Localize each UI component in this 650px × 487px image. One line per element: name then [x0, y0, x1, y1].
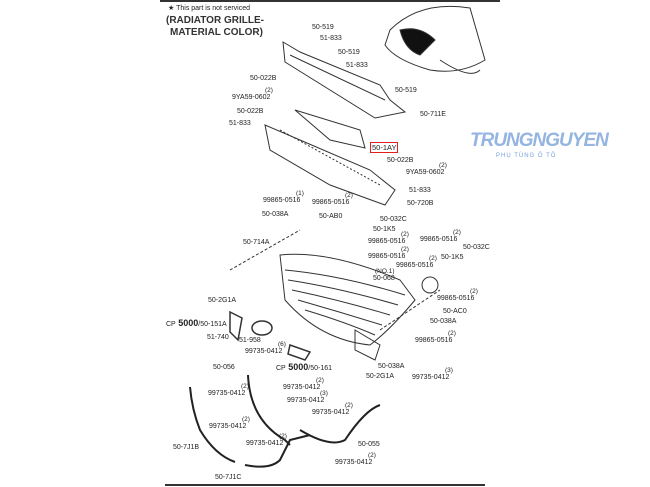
- part-number-label[interactable]: 99735-0412: [412, 374, 450, 381]
- part-number-label[interactable]: 50-714A: [243, 239, 270, 246]
- part-number-label[interactable]: 99735-0412: [335, 459, 373, 466]
- part-number-label[interactable]: 50-519: [395, 87, 417, 94]
- quantity-note: (2): [345, 402, 353, 409]
- part-number-label[interactable]: 99865-0516: [368, 253, 406, 260]
- car-front-sketch: [384, 5, 486, 74]
- not-serviced-note: ★ This part is not serviced: [168, 5, 251, 12]
- cp-number: 5000: [178, 318, 199, 328]
- part-number-label[interactable]: 99735-0412: [208, 390, 246, 397]
- quantity-note: (NO.1): [375, 268, 395, 275]
- part-number-label[interactable]: 50-068: [373, 275, 395, 282]
- part-number-label[interactable]: 99865-0516: [437, 295, 475, 302]
- part-number-label[interactable]: 99865-0516: [415, 337, 453, 344]
- sensor-bracket-50-AC0: [354, 276, 439, 361]
- part-number-label[interactable]: 50-032C: [463, 244, 490, 251]
- part-number-label[interactable]: 50-022B: [387, 157, 414, 164]
- part-number-label[interactable]: 9YA59-0602: [406, 169, 445, 176]
- quantity-note: (2): [241, 383, 249, 390]
- part-number-label[interactable]: 50-055: [358, 441, 380, 448]
- quantity-note: (2): [401, 246, 409, 253]
- part-number-label[interactable]: 51-833: [346, 62, 368, 69]
- quantity-note: (3): [445, 367, 453, 374]
- quantity-note: (2): [242, 416, 250, 423]
- quantity-note: (2): [279, 433, 287, 440]
- part-number-label[interactable]: 99865-0516: [396, 262, 434, 269]
- cp-label: CP 5000/50-151A: [166, 318, 227, 330]
- part-number-label[interactable]: 50-7J1C: [215, 474, 242, 481]
- part-number-label[interactable]: 99735-0412: [209, 423, 247, 430]
- diagram-title: (RADIATOR GRILLE- MATERIAL COLOR): [166, 15, 264, 39]
- title-line-1: (RADIATOR GRILLE-: [166, 15, 264, 26]
- part-number-label[interactable]: 50-AC0: [443, 308, 467, 315]
- part-number-label[interactable]: 51-833: [229, 120, 251, 127]
- part-number-label[interactable]: 99865-0516: [420, 236, 458, 243]
- part-number-label[interactable]: 50-022B: [250, 75, 277, 82]
- part-number-label[interactable]: 50-720B: [407, 200, 434, 207]
- bracket-50-720B: [264, 109, 396, 206]
- part-number-label[interactable]: 99735-0412: [246, 440, 284, 447]
- grille-50-714A: [229, 229, 441, 346]
- quantity-note: (1): [296, 190, 304, 197]
- quantity-note: (2): [265, 87, 273, 94]
- quantity-note: (2): [429, 255, 437, 262]
- cp-part[interactable]: /50-161: [308, 365, 333, 372]
- part-number-label[interactable]: 50-2G1A: [366, 373, 395, 380]
- cp-prefix: CP: [276, 365, 286, 372]
- part-number-label[interactable]: 50-519: [312, 24, 334, 31]
- quantity-note: (2): [345, 192, 353, 199]
- quantity-note: (3): [320, 390, 328, 397]
- part-number-label[interactable]: 50-1K5: [441, 254, 464, 261]
- title-line-2: MATERIAL COLOR): [170, 27, 263, 38]
- part-number-label[interactable]: 50-038A: [262, 211, 289, 218]
- part-number-label[interactable]: 51-833: [320, 35, 342, 42]
- part-number-label[interactable]: 50-711E: [420, 111, 446, 118]
- part-number-label[interactable]: 50-038A: [378, 363, 405, 370]
- part-number-label[interactable]: 99735-0412: [283, 384, 321, 391]
- cp-label: CP 5000/50-161: [276, 362, 332, 374]
- part-number-label[interactable]: 50-AB0: [319, 213, 343, 220]
- part-number-label[interactable]: 50-7J1B: [173, 444, 200, 451]
- part-number-label[interactable]: 99865-0516: [263, 197, 301, 204]
- side-molding-pieces: [189, 374, 381, 468]
- watermark-brand: TRUNGNGUYEN: [470, 130, 609, 151]
- watermark-tagline: PHỤ TÙNG Ô TÔ: [496, 153, 557, 159]
- part-number-label[interactable]: 50-2G1A: [208, 297, 237, 304]
- part-number-label[interactable]: 51-958: [239, 337, 261, 344]
- part-number-label[interactable]: 50-022B: [237, 108, 264, 115]
- part-number-label[interactable]: 99865-0516: [312, 199, 350, 206]
- quantity-note: (2): [368, 452, 376, 459]
- part-number-label[interactable]: 50-038A: [430, 318, 457, 325]
- part-number-label[interactable]: 99735-0412: [245, 348, 283, 355]
- quantity-note: (2): [453, 229, 461, 236]
- part-number-label[interactable]: 51-740: [207, 334, 229, 341]
- part-number-label[interactable]: 51-833: [409, 187, 431, 194]
- part-number-label[interactable]: 50-1K5: [373, 226, 396, 233]
- quantity-note: (2): [470, 288, 478, 295]
- part-number-label[interactable]: 50-056: [213, 364, 235, 371]
- part-number-label[interactable]: 9YA59-0602: [232, 94, 271, 101]
- part-number-label[interactable]: 99865-0516: [368, 238, 406, 245]
- cp-number: 5000: [288, 362, 309, 372]
- part-number-label[interactable]: 99735-0412: [287, 397, 325, 404]
- cp-prefix: CP: [166, 321, 176, 328]
- cp-part[interactable]: /50-151A: [198, 321, 227, 328]
- part-number-label[interactable]: 50-519: [338, 49, 360, 56]
- emblem-51-740: [229, 310, 312, 361]
- upper-cover-50-711E: [282, 41, 407, 119]
- quantity-note: (2): [401, 231, 409, 238]
- quantity-note: (2): [448, 330, 456, 337]
- part-number-label[interactable]: 99735-0412: [312, 409, 350, 416]
- part-number-label[interactable]: 50-032C: [380, 216, 407, 223]
- quantity-note: (2): [439, 162, 447, 169]
- quantity-note: (6): [278, 341, 286, 348]
- highlighted-part-label[interactable]: 50-1AY: [370, 142, 399, 153]
- quantity-note: (2): [316, 377, 324, 384]
